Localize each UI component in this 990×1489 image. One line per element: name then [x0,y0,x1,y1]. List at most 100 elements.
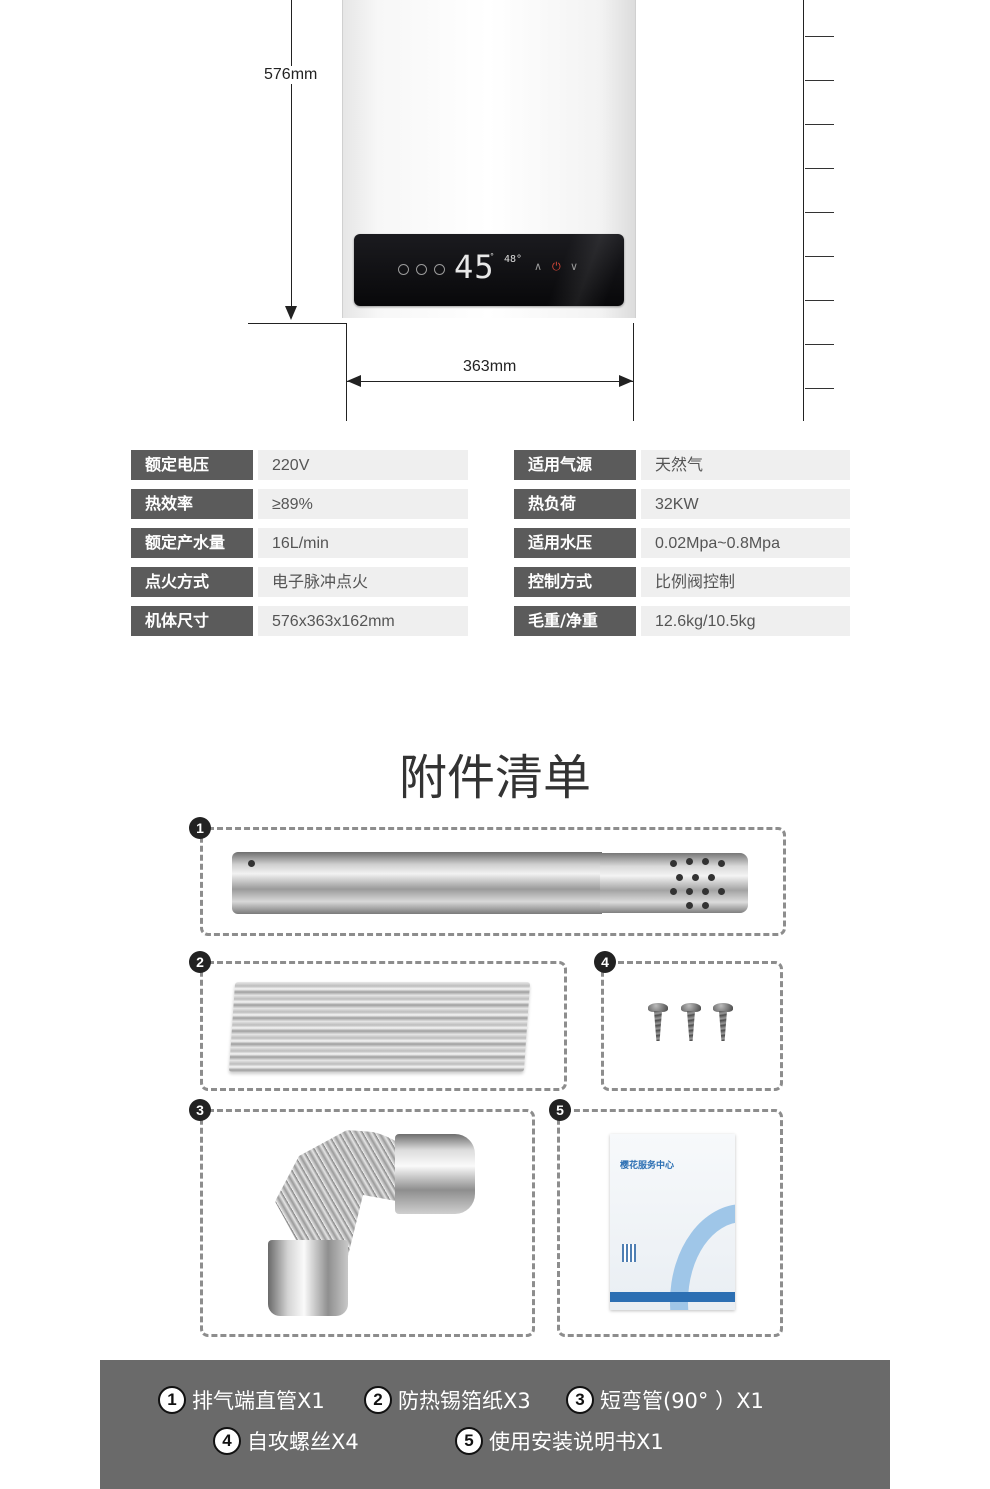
legend-item: 1 排气端直管X1 [158,1385,325,1415]
exhaust-pipe-image [232,852,602,914]
legend-text: 排气端直管X1 [192,1389,325,1413]
pipe-hole [248,860,255,867]
accessory-badge: 2 [189,951,211,973]
spec-label: 额定电压 [131,450,253,480]
foil-image [228,982,531,1072]
ruler-tick [805,36,834,37]
spec-value: 0.02Mpa~0.8Mpa [641,528,850,558]
legend-number: 1 [158,1386,186,1414]
ruler-tick [805,168,834,169]
pipe-hole [702,858,709,865]
height-baseline [248,323,346,324]
legend-item: 4 自攻螺丝X4 [213,1426,359,1456]
accessory-box-exhaust-pipe [200,827,786,936]
width-dimension-line [347,381,633,382]
spec-value: 220V [258,450,468,480]
spec-value: 12.6kg/10.5kg [641,606,850,636]
accessory-legend [100,1360,890,1489]
mode-icon [416,264,427,275]
accessory-badge: 1 [189,817,211,839]
accessories-title: 附件清单 [398,750,591,806]
arrow-left-icon [347,375,361,387]
spec-label: 热负荷 [514,489,636,519]
power-icon [398,264,409,275]
spec-value: 16L/min [258,528,468,558]
spec-value: ≥89% [258,489,468,519]
legend-number: 5 [455,1427,483,1455]
pipe-hole [702,902,709,909]
accessory-box-foil [200,961,567,1091]
control-panel: 45 ° 48° ∧ ⏻ ∨ [354,234,624,306]
pipe-hole [702,888,709,895]
width-right-extension [633,323,634,421]
legend-text: 防热锡箔纸X3 [398,1389,531,1413]
spec-label: 控制方式 [514,567,636,597]
pipe-hole [686,888,693,895]
ruler-tick [805,256,834,257]
spec-value: 576x363x162mm [258,606,468,636]
spec-value: 比例阀控制 [641,567,850,597]
legend-text: 短弯管(90° ）X1 [600,1389,764,1413]
ruler-tick [805,212,834,213]
pipe-hole [670,860,677,867]
legend-text: 自攻螺丝X4 [247,1430,359,1454]
panel-reflection [514,234,624,306]
spec-label: 毛重/净重 [514,606,636,636]
spec-label: 点火方式 [131,567,253,597]
legend-number: 3 [566,1386,594,1414]
spec-value: 天然气 [641,450,850,480]
manual-logo: 樱花服务中心 [620,1161,675,1171]
accessory-box-elbow [200,1109,535,1337]
accessory-box-manual [557,1109,783,1337]
spec-value: 电子脉冲点火 [258,567,468,597]
accessory-box-screws [601,961,783,1091]
ruler-tick [805,124,834,125]
legend-item: 2 防热锡箔纸X3 [364,1385,531,1415]
width-left-extension [346,323,347,421]
pipe-hole [692,874,699,881]
height-label: 576mm [262,66,320,84]
legend-number: 4 [213,1427,241,1455]
manual-image: 樱花服务中心 [610,1134,735,1310]
legend-item: 5 使用安装说明书X1 [455,1426,664,1456]
elbow-top-image [395,1134,475,1214]
spec-label: 适用水压 [514,528,636,558]
spec-label: 额定产水量 [131,528,253,558]
accessory-badge: 3 [189,1099,211,1121]
height-dimension-line [291,0,292,318]
ruler-tick [805,80,834,81]
temperature-readout: 45 [454,248,495,286]
elbow-bottom-image [268,1240,348,1316]
ruler-tick [805,388,834,389]
spec-label: 适用气源 [514,450,636,480]
ruler-line [803,0,804,421]
spec-label: 机体尺寸 [131,606,253,636]
pipe-hole [676,874,683,881]
pipe-hole [718,888,725,895]
screw-icon [681,1003,701,1043]
degree-symbol: ° [490,252,494,261]
pipe-hole [686,902,693,909]
qr-code-icon [622,1244,636,1262]
pipe-hole [708,874,715,881]
ruler-tick [805,344,834,345]
set-temperature-readout: 48° [504,254,523,265]
accessory-badge: 5 [549,1099,571,1121]
pipe-hole [670,888,677,895]
pipe-hole [686,858,693,865]
legend-number: 2 [364,1386,392,1414]
spec-value: 32KW [641,489,850,519]
ruler-tick [805,300,834,301]
legend-text: 使用安装说明书X1 [489,1430,664,1454]
settings-icon [434,264,445,275]
accessory-badge: 4 [594,951,616,973]
power-button-icon: ⏻ [552,260,561,273]
arrow-down-icon [285,306,297,320]
down-arrow-icon: ∨ [570,260,579,273]
pipe-hole [718,860,725,867]
manual-footer-bar [610,1292,735,1302]
arrow-right-icon [619,375,633,387]
screw-icon [713,1003,733,1043]
legend-item: 3 短弯管(90° ）X1 [566,1385,764,1415]
screw-icon [648,1003,668,1043]
